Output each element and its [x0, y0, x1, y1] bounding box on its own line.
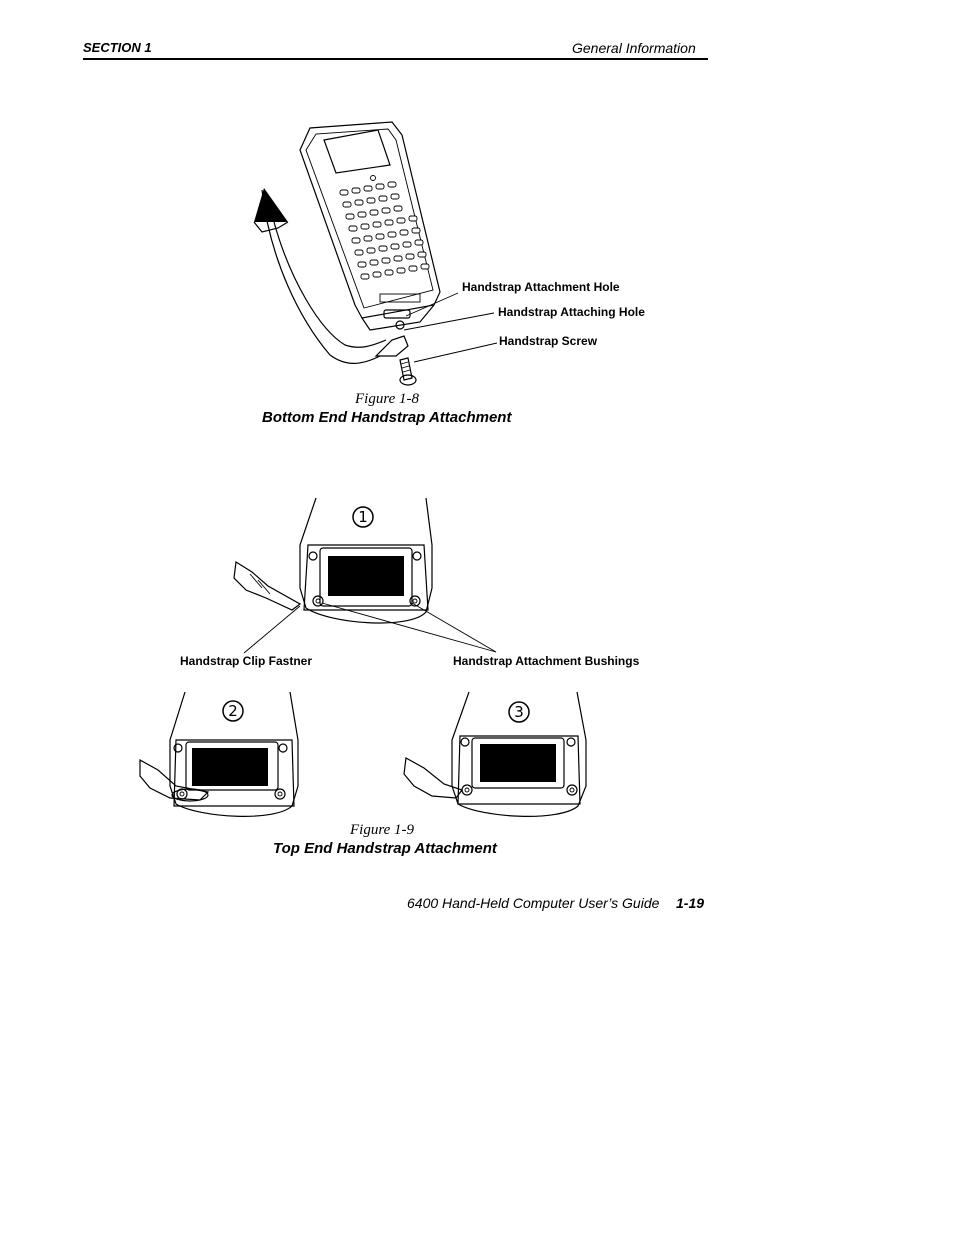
handstrap-illustration: [253, 188, 409, 364]
section-label: SECTION 1: [83, 40, 152, 55]
top-end-step-1-illustration: [233, 497, 433, 624]
handstrap-screw-illustration: [399, 357, 417, 386]
figure8-leader-lines: [403, 292, 498, 363]
page-number: 1-19: [676, 895, 705, 911]
footer-guide-title: 6400 Hand-Held Computer User’s Guide: [407, 895, 660, 911]
figure9-leader-lines: [243, 602, 497, 654]
step-2-marker: 2: [222, 700, 244, 722]
callout-attachment-hole: Handstrap Attachment Hole: [462, 280, 620, 294]
figure-8-title: Bottom End Handstrap Attachment: [262, 409, 512, 426]
callout-handstrap-screw: Handstrap Screw: [499, 334, 598, 348]
top-end-step-2-illustration: [139, 691, 299, 817]
callout-attachment-bushings: Handstrap Attachment Bushings: [453, 654, 640, 668]
figure-9-title: Top End Handstrap Attachment: [273, 840, 497, 857]
section-title: General Information: [572, 40, 696, 56]
callout-attaching-hole: Handstrap Attaching Hole: [498, 305, 645, 319]
handheld-device-illustration: [299, 121, 441, 331]
figure-9-number: Figure 1-9: [350, 822, 415, 838]
figure-8-number: Figure 1-8: [355, 391, 420, 407]
svg-text:3: 3: [514, 703, 524, 721]
step-3-marker: 3: [508, 701, 530, 723]
step-1-marker: 1: [352, 506, 374, 528]
svg-text:2: 2: [228, 702, 238, 720]
callout-clip-fastener: Handstrap Clip Fastner: [180, 654, 313, 668]
svg-text:1: 1: [358, 508, 368, 526]
header-rule: [83, 58, 708, 60]
top-end-step-3-illustration: [403, 691, 587, 817]
